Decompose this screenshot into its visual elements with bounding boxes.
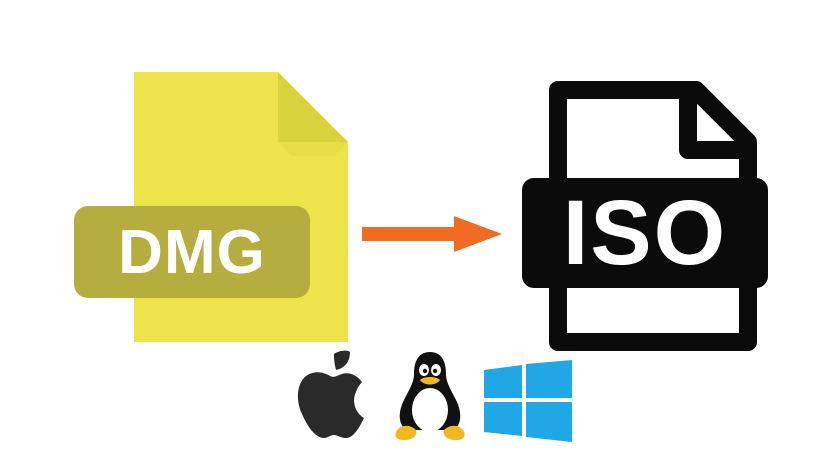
dmg-label: DMG [118, 217, 266, 287]
iso-label: ISO [562, 181, 728, 284]
dmg-file-icon [70, 70, 350, 345]
apple-icon [294, 350, 366, 440]
linux-tux-icon [392, 350, 468, 442]
windows-icon [484, 360, 572, 442]
iso-file-icon [518, 78, 774, 354]
arrow-right-icon [362, 216, 502, 252]
